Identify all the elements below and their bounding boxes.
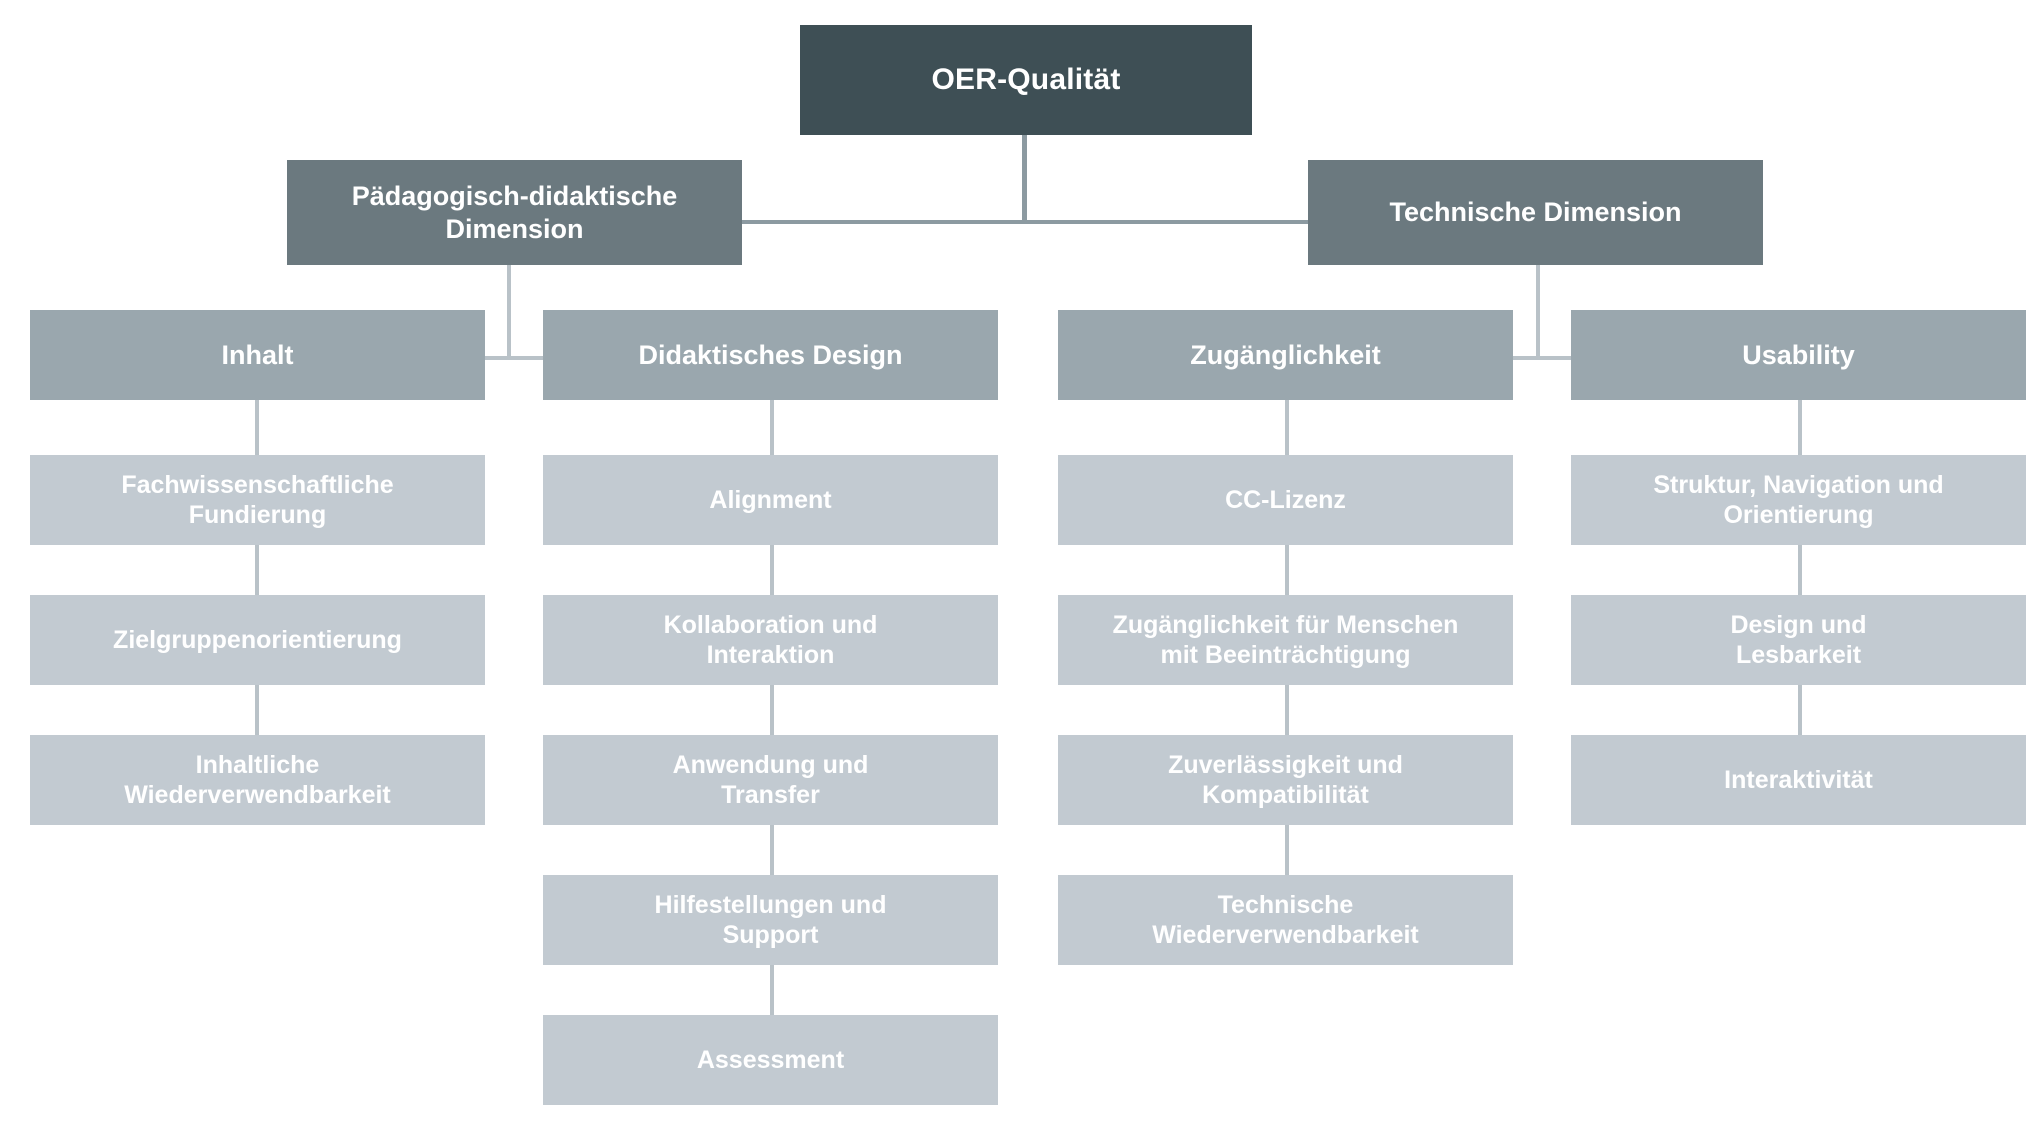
node-leaf-technische-wiederverwendbarkeit[interactable]: Technische Wiederverwendbarkeit: [1058, 875, 1513, 965]
node-leaf-label-2-1: Zugänglichkeit für Menschen mit Beeinträ…: [1112, 610, 1459, 670]
node-leaf-label-1-1: Kollaboration und Interaktion: [663, 610, 878, 670]
connector-right-category-spine: [1470, 356, 1630, 360]
connector-col4-drop-1: [1798, 400, 1802, 460]
connector-col3-drop-4: [1285, 820, 1289, 880]
connector-col2-drop-5: [770, 960, 774, 1020]
node-leaf-label-2-0: CC-Lizenz: [1225, 485, 1346, 514]
connector-col1-drop-3: [255, 680, 259, 740]
node-leaf-label-0-0: Fachwissenschaftliche Fundierung: [121, 470, 394, 530]
connector-left-dimension-stem: [507, 265, 511, 360]
node-category-label-0: Inhalt: [221, 339, 294, 370]
node-leaf-zuverlaessigkeit-und-kompatibilitaet[interactable]: Zuverlässigkeit und Kompatibilität: [1058, 735, 1513, 825]
node-category-label-3: Usability: [1742, 339, 1855, 370]
node-leaf-interaktivitaet[interactable]: Interaktivität: [1571, 735, 2026, 825]
node-root-label: OER-Qualität: [931, 62, 1121, 96]
node-category-usability[interactable]: Usability: [1571, 310, 2026, 400]
node-category-label-2: Zugänglichkeit: [1190, 339, 1381, 370]
node-dimension-label-1: Technische Dimension: [1389, 197, 1682, 228]
node-leaf-label-2-3: Technische Wiederverwendbarkeit: [1152, 890, 1419, 950]
connector-col2-drop-2: [770, 540, 774, 600]
node-leaf-inhaltliche-wiederverwendbarkeit[interactable]: Inhaltliche Wiederverwendbarkeit: [30, 735, 485, 825]
node-leaf-struktur-navigation-und-orientierung[interactable]: Struktur, Navigation und Orientierung: [1571, 455, 2026, 545]
node-leaf-assessment[interactable]: Assessment: [543, 1015, 998, 1105]
connector-col3-drop-1: [1285, 400, 1289, 460]
connector-col3-drop-2: [1285, 540, 1289, 600]
node-leaf-label-1-0: Alignment: [709, 485, 832, 514]
node-dimension-paedagogisch-didaktische[interactable]: Pädagogisch-didaktische Dimension: [287, 160, 742, 265]
node-leaf-label-0-2: Inhaltliche Wiederverwendbarkeit: [124, 750, 391, 810]
connector-col1-drop-1: [255, 400, 259, 460]
connector-col2-drop-3: [770, 680, 774, 740]
node-leaf-label-2-2: Zuverlässigkeit und Kompatibilität: [1168, 750, 1403, 810]
node-dimension-technische[interactable]: Technische Dimension: [1308, 160, 1763, 265]
node-leaf-fachwissenschaftliche-fundierung[interactable]: Fachwissenschaftliche Fundierung: [30, 455, 485, 545]
node-category-inhalt[interactable]: Inhalt: [30, 310, 485, 400]
node-leaf-alignment[interactable]: Alignment: [543, 455, 998, 545]
node-leaf-label-1-4: Assessment: [696, 1045, 845, 1074]
connector-col1-drop-2: [255, 540, 259, 600]
node-leaf-label-3-2: Interaktivität: [1724, 765, 1873, 794]
node-category-didaktisches-design[interactable]: Didaktisches Design: [543, 310, 998, 400]
connector-left-category-spine: [440, 356, 600, 360]
node-dimension-label-0: Pädagogisch-didaktische Dimension: [351, 180, 678, 244]
node-leaf-label-1-3: Hilfestellungen und Support: [654, 890, 887, 950]
node-leaf-kollaboration-und-interaktion[interactable]: Kollaboration und Interaktion: [543, 595, 998, 685]
node-leaf-label-1-2: Anwendung und Transfer: [672, 750, 869, 810]
connector-col4-drop-3: [1798, 680, 1802, 740]
connector-right-dimension-down: [1536, 265, 1540, 360]
node-leaf-label-3-0: Struktur, Navigation und Orientierung: [1653, 470, 1944, 530]
connector-col3-drop-3: [1285, 680, 1289, 740]
connector-col2-drop-1: [770, 400, 774, 460]
node-category-label-1: Didaktisches Design: [638, 339, 903, 370]
node-leaf-anwendung-und-transfer[interactable]: Anwendung und Transfer: [543, 735, 998, 825]
node-leaf-hilfestellungen-und-support[interactable]: Hilfestellungen und Support: [543, 875, 998, 965]
node-leaf-zielgruppenorientierung[interactable]: Zielgruppenorientierung: [30, 595, 485, 685]
node-category-zugaenglichkeit[interactable]: Zugänglichkeit: [1058, 310, 1513, 400]
node-leaf-label-3-1: Design und Lesbarkeit: [1730, 610, 1867, 670]
node-leaf-design-und-lesbarkeit[interactable]: Design und Lesbarkeit: [1571, 595, 2026, 685]
node-leaf-label-0-1: Zielgruppenorientierung: [113, 625, 402, 654]
node-root-oer-qualitaet[interactable]: OER-Qualität: [800, 25, 1252, 135]
node-leaf-cc-lizenz[interactable]: CC-Lizenz: [1058, 455, 1513, 545]
connector-dimension-spine: [740, 220, 1310, 224]
connector-col2-drop-4: [770, 820, 774, 880]
connector-root-down: [1022, 133, 1027, 223]
connector-col4-drop-2: [1798, 540, 1802, 600]
node-leaf-zugaenglichkeit-fuer-menschen-mit-beeintraechtigung[interactable]: Zugänglichkeit für Menschen mit Beeinträ…: [1058, 595, 1513, 685]
